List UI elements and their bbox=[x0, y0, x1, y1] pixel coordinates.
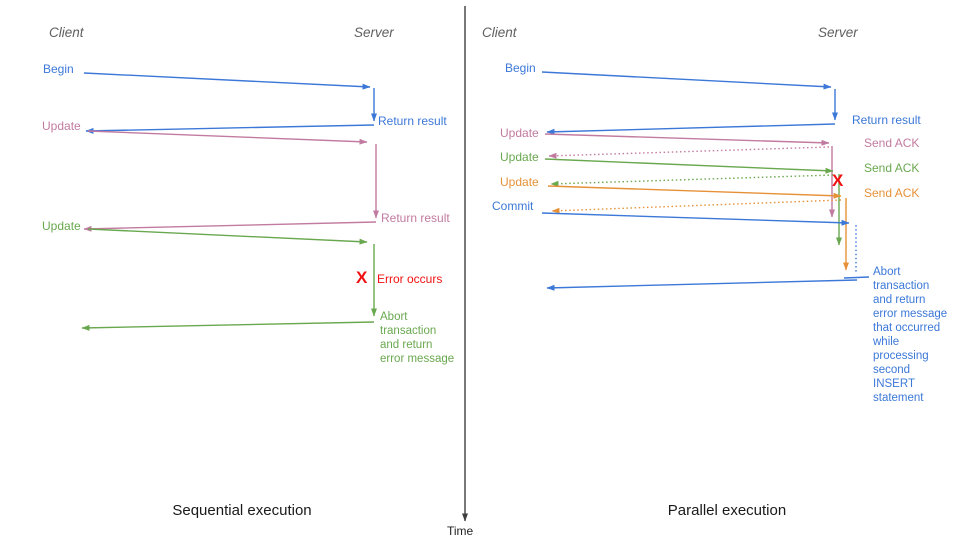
par-ack1-return-arrow bbox=[548, 146, 830, 159]
left-abort-message: Abort transaction and return error messa… bbox=[380, 311, 455, 365]
left-begin-label: Begin bbox=[43, 62, 74, 76]
par-abort-baseline bbox=[843, 276, 870, 279]
par-update3-request-arrow bbox=[547, 185, 842, 199]
time-axis-label: Time bbox=[447, 524, 474, 538]
right-update-1-label: Update bbox=[500, 126, 539, 140]
seq-begin-return-arrow bbox=[85, 124, 375, 134]
par-commit-request-arrow bbox=[541, 212, 850, 226]
par-update1-request-arrow bbox=[544, 133, 830, 146]
par-begin-request-arrow bbox=[541, 71, 832, 90]
par-ack2-return-arrow bbox=[550, 174, 834, 187]
right-update-3-label: Update bbox=[500, 175, 539, 189]
seq-update1-return-arrow bbox=[83, 221, 377, 232]
left-update-2-label: Update bbox=[42, 219, 81, 233]
right-commit-label: Commit bbox=[492, 199, 534, 213]
left-error-occurs-label: Error occurs bbox=[377, 272, 443, 286]
par-ack3-return-arrow bbox=[551, 199, 842, 214]
left-error-x-mark: X bbox=[356, 268, 368, 287]
left-client-header: Client bbox=[49, 25, 84, 40]
right-send-ack-1-label: Send ACK bbox=[864, 136, 920, 150]
seq-abort-return-arrow bbox=[81, 321, 375, 331]
sequential-execution-caption: Sequential execution bbox=[172, 502, 312, 519]
par-update2-request-arrow bbox=[544, 158, 834, 174]
right-return-result-label: Return result bbox=[852, 113, 921, 127]
right-error-x-mark: X bbox=[832, 171, 844, 190]
right-abort-message: Abort transaction and return error messa… bbox=[873, 266, 948, 404]
right-begin-label: Begin bbox=[505, 61, 536, 75]
right-server-header: Server bbox=[818, 25, 858, 40]
left-return-result-1-label: Return result bbox=[378, 114, 447, 128]
seq-begin-request-arrow bbox=[83, 72, 371, 90]
seq-update2-request-arrow bbox=[87, 228, 368, 245]
right-send-ack-2-label: Send ACK bbox=[864, 161, 920, 175]
seq-update1-request-arrow bbox=[87, 130, 368, 145]
right-send-ack-3-label: Send ACK bbox=[864, 186, 920, 200]
parallel-execution-caption: Parallel execution bbox=[667, 502, 787, 519]
right-update-2-label: Update bbox=[500, 150, 539, 164]
par-begin-return-arrow bbox=[546, 123, 836, 135]
left-return-result-2-label: Return result bbox=[381, 211, 450, 225]
par-abort-return-arrow bbox=[546, 279, 858, 291]
left-server-header: Server bbox=[354, 25, 394, 40]
right-client-header: Client bbox=[482, 25, 517, 40]
left-update-1-label: Update bbox=[42, 119, 81, 133]
